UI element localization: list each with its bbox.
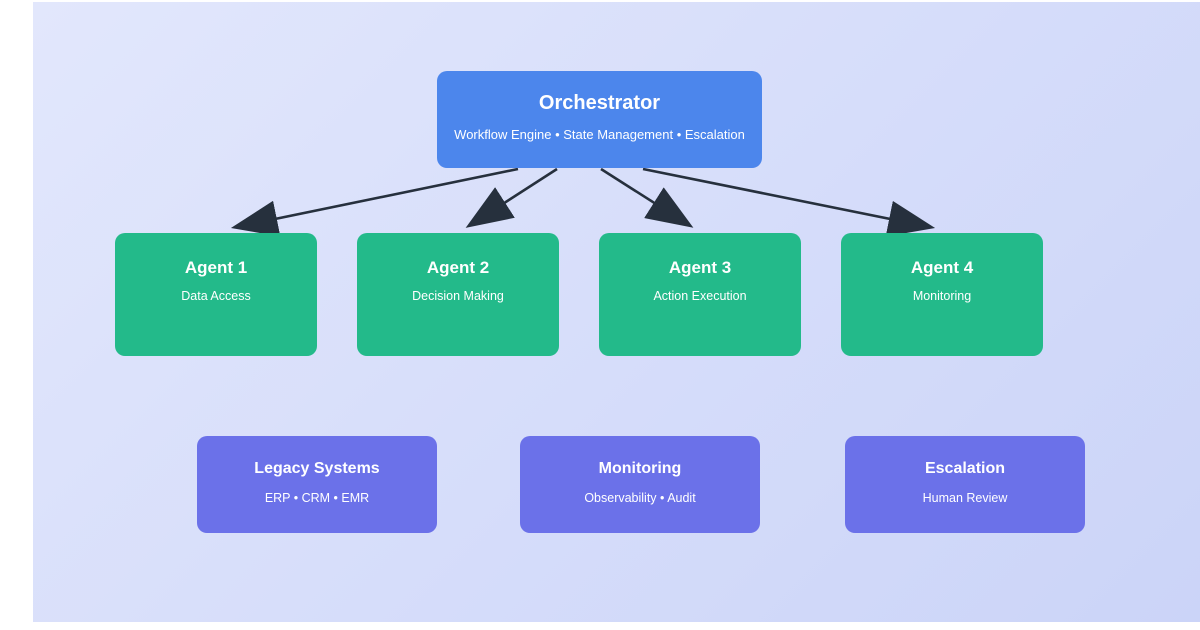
orchestrator-node: Orchestrator Workflow Engine • State Man… <box>437 71 762 168</box>
agent-1-title: Agent 1 <box>184 258 248 277</box>
orchestrator-title: Orchestrator <box>538 91 661 114</box>
agent-2-title: Agent 2 <box>426 258 490 277</box>
agent-4-title: Agent 4 <box>910 258 974 277</box>
agent-1-node: Agent 1 Data Access <box>115 233 317 356</box>
legacy-systems-subtitle: ERP • CRM • EMR <box>264 490 370 505</box>
agent-2-node: Agent 2 Decision Making <box>357 233 559 356</box>
escalation-node: Escalation Human Review <box>845 436 1085 533</box>
monitoring-title: Monitoring <box>598 460 682 478</box>
agent-3-title: Agent 3 <box>668 258 732 277</box>
agent-3-subtitle: Action Execution <box>653 289 747 304</box>
orchestrator-subtitle: Workflow Engine • State Management • Esc… <box>454 126 745 142</box>
agent-1-subtitle: Data Access <box>181 289 251 304</box>
legacy-systems-title: Legacy Systems <box>254 460 380 478</box>
agent-2-subtitle: Decision Making <box>412 289 504 304</box>
legacy-systems-node: Legacy Systems ERP • CRM • EMR <box>197 436 437 533</box>
escalation-title: Escalation <box>924 460 1006 478</box>
monitoring-subtitle: Observability • Audit <box>584 490 696 505</box>
monitoring-node: Monitoring Observability • Audit <box>520 436 760 533</box>
agent-4-node: Agent 4 Monitoring <box>841 233 1043 356</box>
escalation-subtitle: Human Review <box>922 490 1008 505</box>
agent-3-node: Agent 3 Action Execution <box>599 233 801 356</box>
agent-4-subtitle: Monitoring <box>912 289 972 304</box>
